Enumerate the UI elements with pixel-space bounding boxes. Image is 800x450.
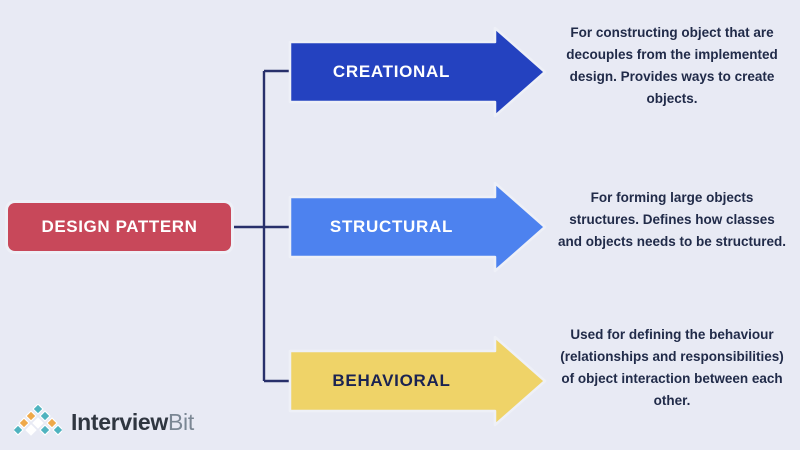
- logo-text-secondary: Bit: [168, 408, 194, 435]
- interviewbit-logo-text: InterviewBit: [71, 409, 194, 436]
- branch-description-structural: For forming large objects structures. De…: [557, 190, 787, 249]
- root-node-design-pattern[interactable]: DESIGN PATTERN: [8, 203, 231, 251]
- arrow-shape-behavioral: [288, 335, 547, 427]
- arrow-shape-structural: [288, 181, 547, 273]
- branch-description-creational: For constructing object that are decoupl…: [566, 25, 778, 106]
- branch-arrow-behavioral[interactable]: BEHAVIORAL: [288, 335, 547, 427]
- branch-arrow-creational[interactable]: CREATIONAL: [288, 26, 547, 118]
- interviewbit-logo-mark: [14, 404, 62, 436]
- branch-label-structural: STRUCTURAL: [329, 217, 454, 236]
- branch-arrow-structural[interactable]: STRUCTURAL: [288, 181, 547, 273]
- arrow-shape-creational: [288, 26, 547, 118]
- branch-label-creational: CREATIONAL: [332, 62, 451, 81]
- interviewbit-logo[interactable]: InterviewBit: [14, 404, 194, 440]
- root-node-label: DESIGN PATTERN: [41, 217, 198, 236]
- branch-description-behavioral: Used for defining the behaviour (relatio…: [560, 327, 784, 408]
- branch-label-behavioral: BEHAVIORAL: [332, 371, 451, 390]
- logo-text-primary: Interview: [71, 408, 169, 435]
